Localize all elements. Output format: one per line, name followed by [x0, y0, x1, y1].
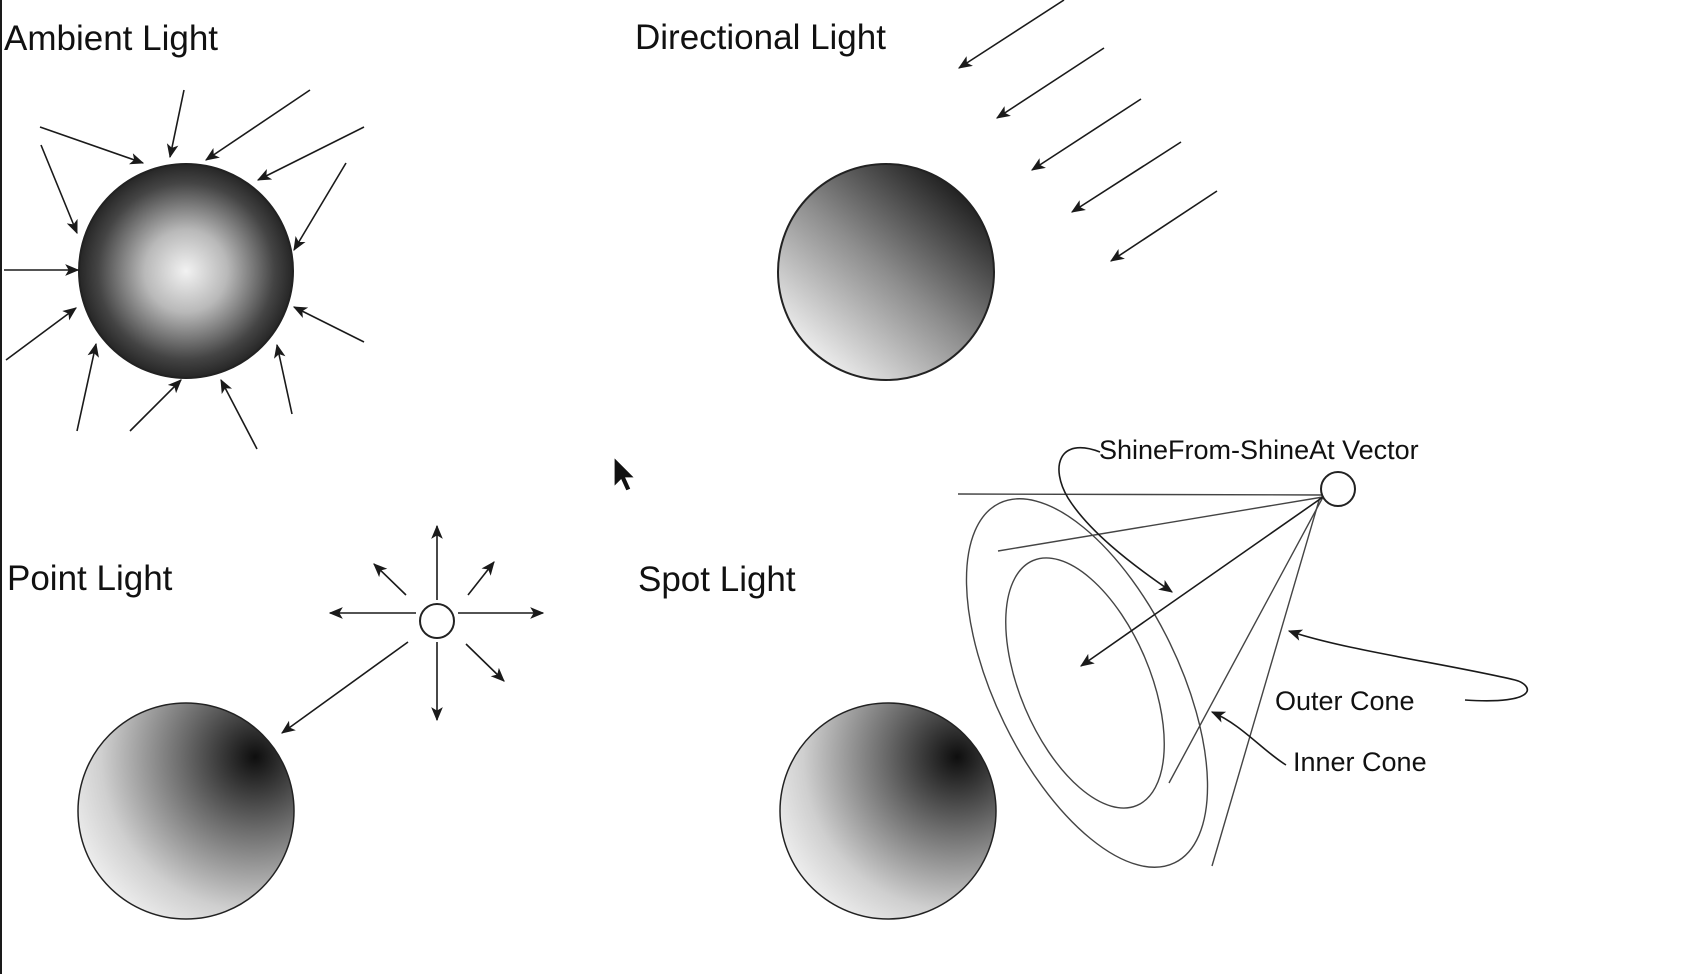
arrow-icon	[281, 641, 409, 734]
point-title: Point Light	[7, 559, 173, 598]
arrow-icon	[467, 561, 495, 596]
arrow-icon	[256, 126, 365, 181]
shine-vector-label: ShineFrom-ShineAt Vector	[1099, 435, 1419, 465]
arrow-icon	[5, 307, 77, 361]
arrow-icon	[76, 342, 99, 432]
shine-vector-arrow-icon	[1080, 496, 1324, 667]
mouse-cursor-icon	[613, 455, 637, 492]
outer-cone-leader-arrow-icon	[1287, 629, 1529, 702]
arrow-icon	[958, 0, 1065, 69]
arrow-icon	[465, 643, 505, 682]
ambient-panel: Ambient Light	[4, 19, 365, 450]
outer-cone-label: Outer Cone	[1275, 686, 1415, 716]
arrow-icon	[220, 378, 258, 450]
inner-cone-label: Inner Cone	[1293, 747, 1427, 777]
inner-cone-ellipse	[1005, 557, 1165, 809]
point-light-source-icon	[419, 603, 455, 639]
arrow-icon	[205, 89, 311, 161]
spot-sphere-icon	[779, 702, 997, 920]
spot-panel: Spot Light ShineFrom-Shine	[638, 435, 1529, 920]
point-arrows	[281, 524, 545, 734]
inner-cone-edge	[997, 496, 1324, 552]
arrow-icon	[1031, 98, 1142, 171]
outer-cone-edge	[957, 493, 1324, 496]
outer-cone-ellipse	[965, 498, 1209, 868]
left-edge-border	[0, 0, 2, 974]
spot-cone-diagram	[957, 446, 1529, 868]
inner-cone-edge	[1168, 496, 1324, 784]
arrow-icon	[293, 162, 347, 252]
spot-title: Spot Light	[638, 560, 796, 599]
directional-sphere-icon	[777, 163, 995, 381]
arrow-icon	[373, 563, 407, 596]
arrow-icon	[996, 47, 1105, 119]
inner-cone-leader-arrow-icon	[1210, 711, 1287, 766]
point-panel: Point Light	[7, 524, 545, 920]
arrow-icon	[1071, 141, 1182, 213]
spot-light-source-icon	[1320, 471, 1356, 507]
outer-cone-edge	[1211, 496, 1321, 867]
ambient-sphere-icon	[78, 163, 294, 379]
ambient-arrows	[4, 89, 365, 450]
arrow-icon	[1110, 190, 1218, 262]
arrow-icon	[40, 144, 78, 235]
ambient-title: Ambient Light	[4, 19, 218, 58]
arrow-icon	[274, 343, 293, 415]
directional-arrows	[958, 0, 1218, 262]
directional-panel: Directional Light	[635, 0, 1218, 381]
arrow-icon	[292, 306, 365, 343]
point-sphere-icon	[77, 702, 295, 920]
arrow-icon	[39, 126, 145, 165]
vector-leader-arrow-icon	[1058, 446, 1173, 593]
directional-title: Directional Light	[635, 18, 886, 57]
arrow-icon	[166, 89, 185, 159]
arrow-icon	[129, 379, 182, 432]
